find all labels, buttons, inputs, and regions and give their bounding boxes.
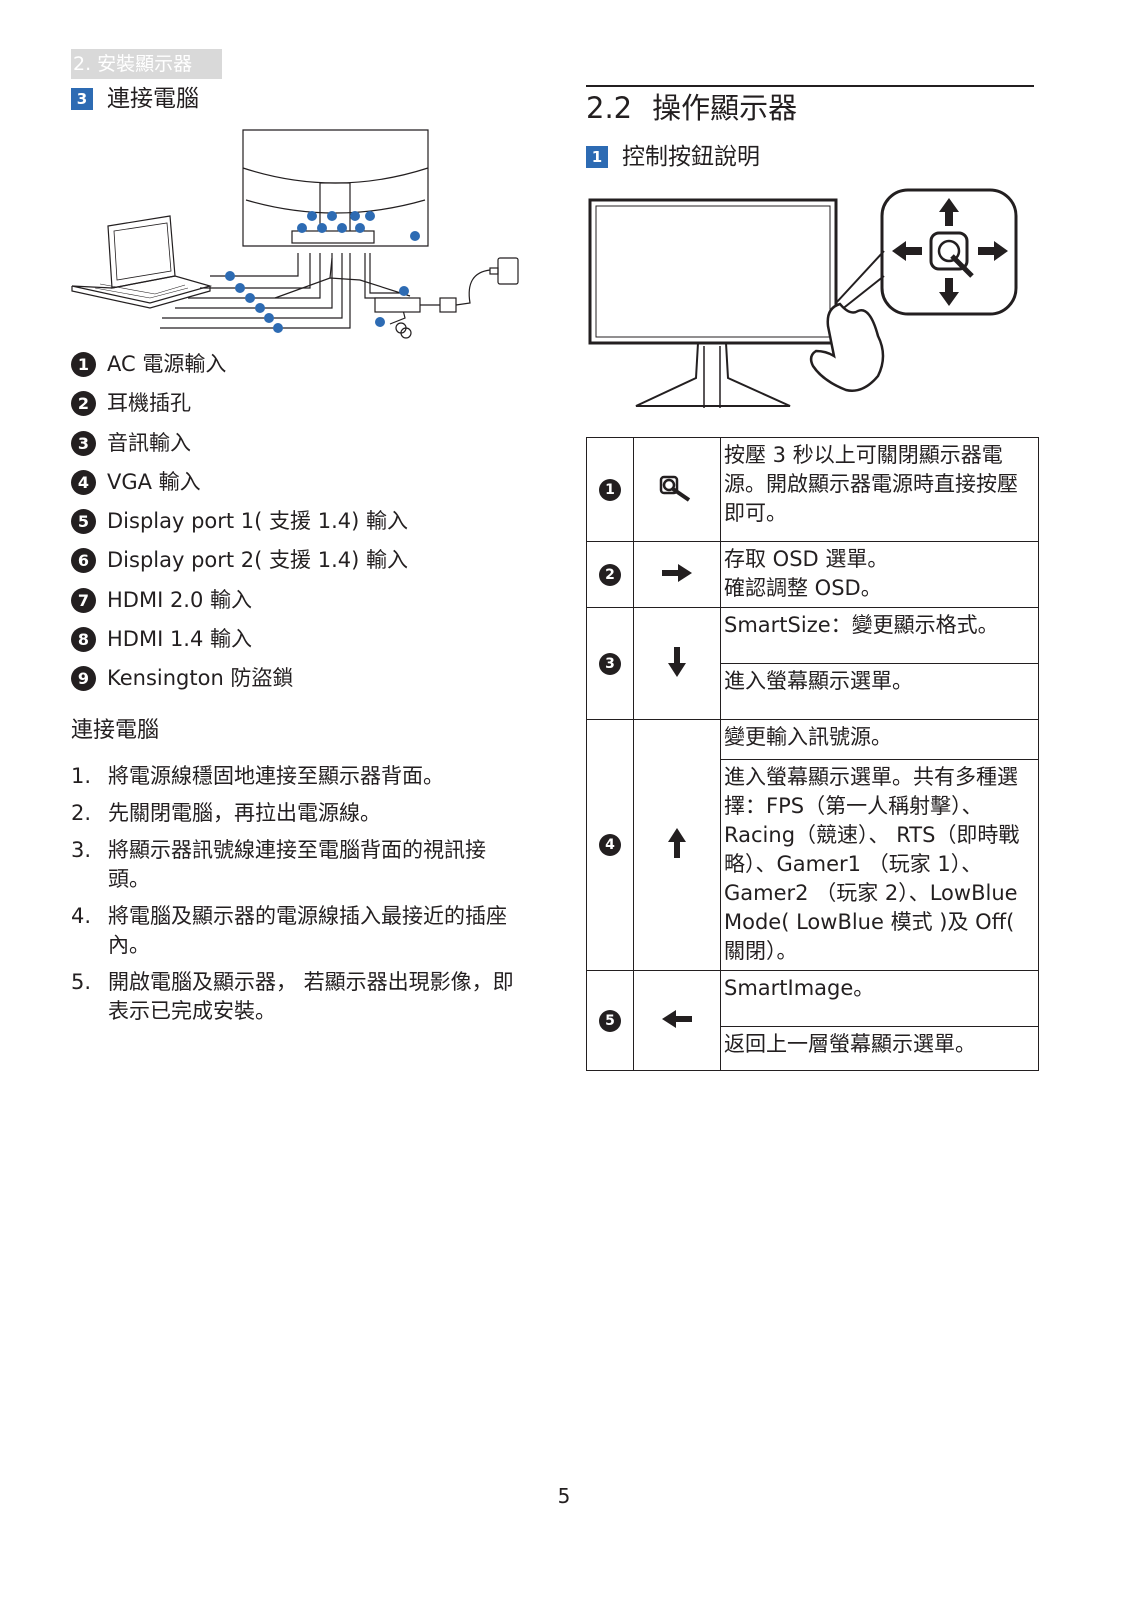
connection-diagram bbox=[71, 129, 519, 339]
table-row: 3 SmartSize：變更顯示格式。 bbox=[586, 607, 1039, 720]
port-item: 3 音訊輸入 bbox=[71, 428, 408, 467]
table-row: 返回上一層螢幕顯示選單。 bbox=[587, 1026, 1039, 1071]
table-row: 進入螢幕顯示選單。共有多種選擇：FPS（第一人稱射擊）、Racing（競速）、 … bbox=[587, 759, 1039, 971]
port-item: 7 HDMI 2.0 輸入 bbox=[71, 585, 408, 624]
control-buttons-table: 1 按壓 3 秒以上可關閉顯示器電源。開啟顯示器電源時直接按壓即可。 2 存取 … bbox=[586, 437, 1039, 1071]
steps-list: 1. 將電源線穩固地連接至顯示器背面。 2. 先關閉電腦，再拉出電源線。 3. 將顯示… bbox=[71, 762, 521, 1034]
chapter-tab: 2. 安裝顯示器 bbox=[71, 49, 222, 79]
port-item: 2 耳機插孔 bbox=[71, 388, 408, 427]
port-number-badge: 3 bbox=[71, 430, 96, 456]
section-title: 控制按鈕說明 bbox=[622, 144, 760, 170]
port-number-badge: 4 bbox=[71, 469, 96, 495]
button-icon-cell bbox=[633, 607, 721, 720]
button-description: 存取 OSD 選單。 確認調整 OSD。 bbox=[720, 541, 1039, 608]
section-title: 連接電腦 bbox=[107, 86, 199, 112]
button-description: 按壓 3 秒以上可關閉顯示器電源。開啟顯示器電源時直接按壓即可。 bbox=[720, 437, 1039, 542]
step-item: 3. 將顯示器訊號線連接至電腦背面的視訊接頭。 bbox=[71, 836, 521, 894]
port-number-badge: 7 bbox=[71, 587, 96, 613]
step-number: 2. bbox=[71, 801, 92, 825]
step-text: 開啟電腦及顯示器， 若顯示器出現影像，即表示已完成安裝。 bbox=[108, 970, 514, 1023]
port-item: 8 HDMI 1.4 輸入 bbox=[71, 624, 408, 663]
step-item: 2. 先關閉電腦，再拉出電源線。 bbox=[71, 799, 521, 828]
power-icon bbox=[659, 475, 691, 502]
page-number: 5 bbox=[557, 1484, 571, 1508]
step-number: 5. bbox=[71, 970, 92, 994]
button-description: SmartImage。 bbox=[720, 970, 1039, 1027]
button-number-badge: 5 bbox=[599, 1009, 621, 1032]
port-label: Display port 2( 支援 1.4) 輸入 bbox=[107, 548, 408, 573]
port-label: 耳機插孔 bbox=[107, 391, 191, 416]
port-number-badge: 5 bbox=[71, 509, 96, 535]
step-item: 5. 開啟電腦及顯示器， 若顯示器出現影像，即表示已完成安裝。 bbox=[71, 968, 521, 1026]
section-number-badge: 1 bbox=[586, 146, 608, 168]
button-icon-cell bbox=[633, 719, 721, 971]
button-icon-cell bbox=[633, 437, 721, 542]
arrow-right-icon bbox=[662, 563, 692, 582]
button-description: 變更輸入訊號源。 bbox=[720, 719, 1039, 760]
port-number-badge: 2 bbox=[71, 391, 96, 417]
step-item: 4. 將電腦及顯示器的電源線插入最接近的插座內。 bbox=[71, 902, 521, 960]
button-icon-cell bbox=[633, 541, 721, 608]
button-number-badge: 4 bbox=[599, 834, 621, 856]
port-label: HDMI 1.4 輸入 bbox=[107, 627, 253, 652]
heading-title: 操作顯示器 bbox=[652, 91, 798, 125]
port-number-badge: 1 bbox=[71, 352, 96, 377]
monitor-front-illustration bbox=[588, 188, 1018, 408]
port-label: Display port 1( 支援 1.4) 輸入 bbox=[107, 509, 408, 534]
table-row: 1 按壓 3 秒以上可關閉顯示器電源。開啟顯示器電源時直接按壓即可。 bbox=[586, 437, 1039, 542]
button-number-badge: 2 bbox=[599, 563, 621, 586]
port-item: 6 Display port 2( 支援 1.4) 輸入 bbox=[71, 545, 408, 584]
port-item: 1 AC 電源輸入 bbox=[71, 349, 408, 388]
section-number-badge: 3 bbox=[71, 88, 93, 110]
arrow-down-icon bbox=[668, 646, 686, 677]
port-item: 9 Kensington 防盜鎖 bbox=[71, 663, 408, 702]
table-row: 2 存取 OSD 選單。 確認調整 OSD。 bbox=[586, 541, 1039, 608]
port-number-badge: 8 bbox=[71, 627, 96, 653]
port-label: Kensington 防盜鎖 bbox=[107, 666, 294, 691]
port-label: 音訊輸入 bbox=[107, 430, 191, 455]
step-item: 1. 將電源線穩固地連接至顯示器背面。 bbox=[71, 762, 521, 791]
step-text: 將電腦及顯示器的電源線插入最接近的插座內。 bbox=[108, 904, 507, 957]
button-description: SmartSize：變更顯示格式。 bbox=[720, 607, 1039, 664]
table-row: 4 變更輸入訊號源。 bbox=[586, 719, 1039, 971]
port-label: VGA 輸入 bbox=[107, 469, 201, 494]
button-number-badge: 3 bbox=[599, 652, 621, 675]
step-number: 1. bbox=[71, 764, 92, 788]
button-number-cell: 3 bbox=[586, 607, 634, 720]
port-label: HDMI 2.0 輸入 bbox=[107, 587, 253, 612]
button-number-cell: 5 bbox=[586, 970, 634, 1071]
port-label: AC 電源輸入 bbox=[107, 352, 227, 376]
button-number-cell: 2 bbox=[586, 541, 634, 608]
button-number-cell: 1 bbox=[586, 437, 634, 542]
button-description: 返回上一層螢幕顯示選單。 bbox=[720, 1026, 1039, 1071]
button-number-badge: 1 bbox=[599, 478, 621, 501]
step-number: 3. bbox=[71, 838, 92, 862]
step-text: 將顯示器訊號線連接至電腦背面的視訊接頭。 bbox=[108, 838, 486, 891]
button-icon-cell bbox=[633, 970, 721, 1071]
step-number: 4. bbox=[71, 904, 92, 928]
step-text: 先關閉電腦，再拉出電源線。 bbox=[108, 801, 381, 825]
section-heading-connect: 3 連接電腦 bbox=[71, 84, 199, 114]
heading-number: 2.2 bbox=[586, 91, 633, 125]
button-number-cell: 4 bbox=[586, 719, 634, 971]
port-number-badge: 6 bbox=[71, 548, 96, 574]
button-description: 進入螢幕顯示選單。 bbox=[720, 663, 1039, 720]
port-item: 5 Display port 1( 支援 1.4) 輸入 bbox=[71, 506, 408, 545]
arrow-left-icon bbox=[662, 1009, 692, 1028]
table-row: 進入螢幕顯示選單。 bbox=[587, 663, 1039, 720]
port-item: 4 VGA 輸入 bbox=[71, 467, 408, 506]
step-text: 將電源線穩固地連接至顯示器背面。 bbox=[108, 764, 444, 788]
section-heading-controls: 1 控制按鈕說明 bbox=[586, 142, 760, 172]
connect-pc-subheading: 連接電腦 bbox=[71, 718, 160, 743]
heading-operate-monitor: 2.2 操作顯示器 bbox=[586, 85, 1034, 127]
button-description: 進入螢幕顯示選單。共有多種選擇：FPS（第一人稱射擊）、Racing（競速）、 … bbox=[720, 759, 1039, 971]
table-row: 5 SmartImage。 bbox=[586, 970, 1039, 1071]
port-number-badge: 9 bbox=[71, 666, 96, 692]
arrow-up-icon bbox=[668, 828, 686, 858]
